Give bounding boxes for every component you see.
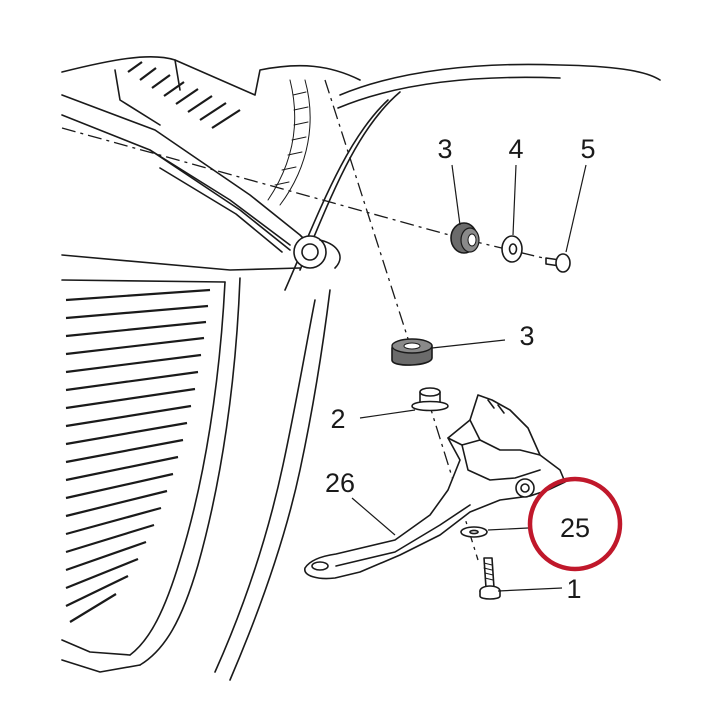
callout-26: 26 bbox=[325, 468, 355, 498]
screw-part-5 bbox=[545, 253, 571, 273]
callout-4: 4 bbox=[508, 134, 523, 164]
headlamp-grille bbox=[65, 288, 211, 623]
leader-lines bbox=[351, 164, 587, 592]
bushing-part-2 bbox=[411, 387, 449, 412]
bolt-part-1 bbox=[479, 557, 501, 600]
callout-3-upper: 3 bbox=[437, 134, 452, 164]
callout-5: 5 bbox=[580, 134, 595, 164]
grommet-part-3-lower bbox=[391, 338, 433, 366]
washer-part-25 bbox=[460, 526, 488, 538]
callout-3-lower: 3 bbox=[519, 321, 534, 351]
bracket-part-26 bbox=[304, 394, 566, 580]
callout-25: 25 bbox=[560, 513, 590, 543]
washer-part-4 bbox=[501, 235, 523, 263]
grommet-part-3-upper bbox=[450, 222, 480, 254]
callout-1: 1 bbox=[566, 574, 581, 604]
highlight-circle bbox=[527, 476, 623, 572]
callout-2: 2 bbox=[330, 404, 345, 434]
headlamp-housing bbox=[61, 55, 661, 681]
